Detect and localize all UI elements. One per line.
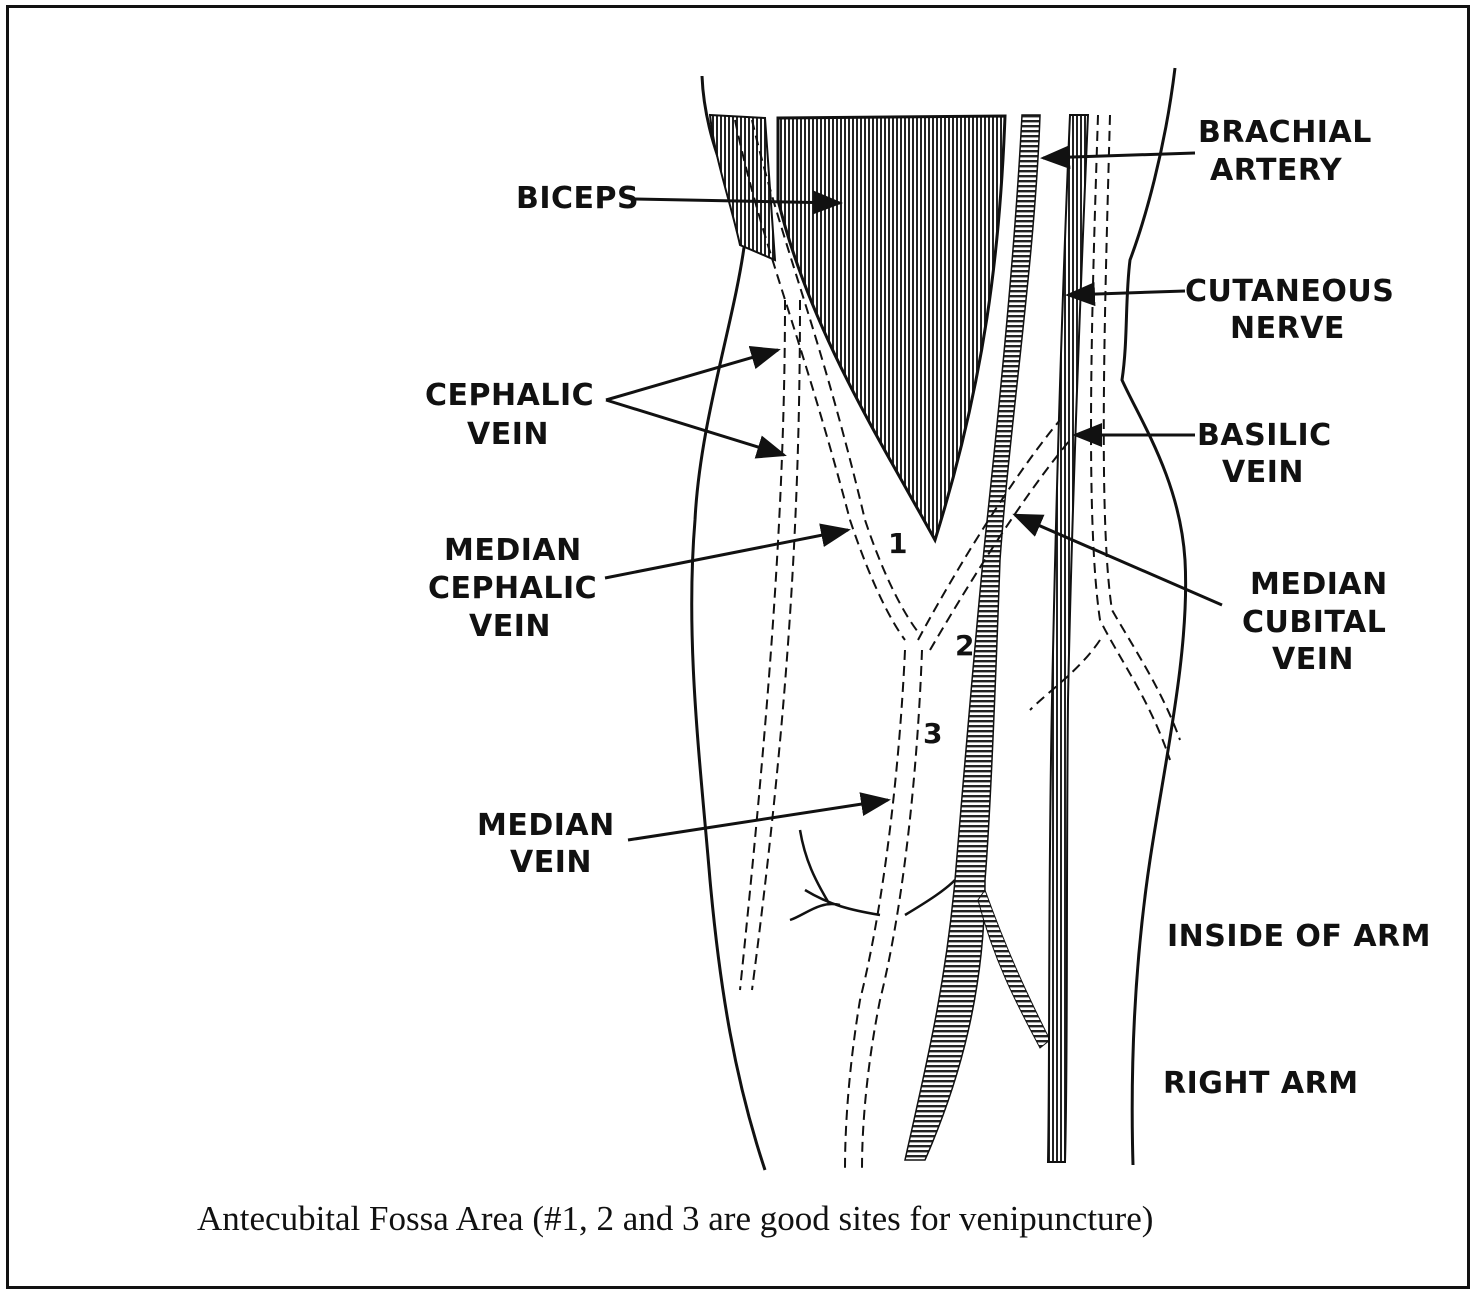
site-number-3: 3 [923, 717, 942, 750]
label-brachial-artery-line2: ARTERY [1210, 153, 1343, 188]
label-median-cubital-vein-line2: CUBITAL [1242, 605, 1386, 640]
arrow-median-cephalic-vein [605, 530, 848, 578]
small-tributaries [790, 830, 955, 920]
label-median-cubital-vein-line3: VEIN [1272, 642, 1354, 677]
arrow-brachial-artery [1043, 153, 1195, 158]
arrow-median-vein [628, 800, 888, 840]
label-median-vein-line1: MEDIAN [477, 808, 615, 843]
site-number-1: 1 [888, 527, 907, 560]
label-biceps: BICEPS [516, 181, 639, 216]
cephalic-vein-line-d [752, 300, 800, 990]
arrow-median-cubital-vein [1015, 515, 1222, 605]
label-median-cephalic-vein-line3: VEIN [469, 609, 551, 644]
figure-caption: Antecubital Fossa Area (#1, 2 and 3 are … [197, 1199, 1153, 1238]
arrow-cephalic-vein-upper [606, 350, 778, 400]
label-median-cubital-vein-line1: MEDIAN [1250, 567, 1388, 602]
label-basilic-vein-line2: VEIN [1222, 455, 1304, 490]
site-number-2: 2 [955, 629, 974, 662]
cutaneous-nerve [1048, 115, 1088, 1162]
arrow-cutaneous-nerve [1068, 291, 1185, 295]
label-cutaneous-nerve-line2: NERVE [1230, 311, 1345, 346]
label-inside-of-arm: INSIDE OF ARM [1167, 919, 1431, 954]
label-cutaneous-nerve-line1: CUTANEOUS [1185, 274, 1394, 309]
label-median-cephalic-vein-line1: MEDIAN [444, 533, 582, 568]
label-cephalic-vein-line2: VEIN [467, 417, 549, 452]
cephalic-vein-line-c [740, 300, 785, 990]
label-cephalic-vein-line1: CEPHALIC [425, 378, 594, 413]
label-basilic-vein-line1: BASILIC [1197, 418, 1332, 453]
label-median-vein-line2: VEIN [510, 845, 592, 880]
biceps-muscle [710, 115, 1005, 540]
arrow-cephalic-vein-lower [606, 400, 784, 455]
label-brachial-artery-line1: BRACHIAL [1198, 115, 1372, 150]
arm-right-edge [1122, 68, 1186, 1165]
label-median-cephalic-vein-line2: CEPHALIC [428, 571, 597, 606]
label-right-arm: RIGHT ARM [1163, 1066, 1359, 1101]
